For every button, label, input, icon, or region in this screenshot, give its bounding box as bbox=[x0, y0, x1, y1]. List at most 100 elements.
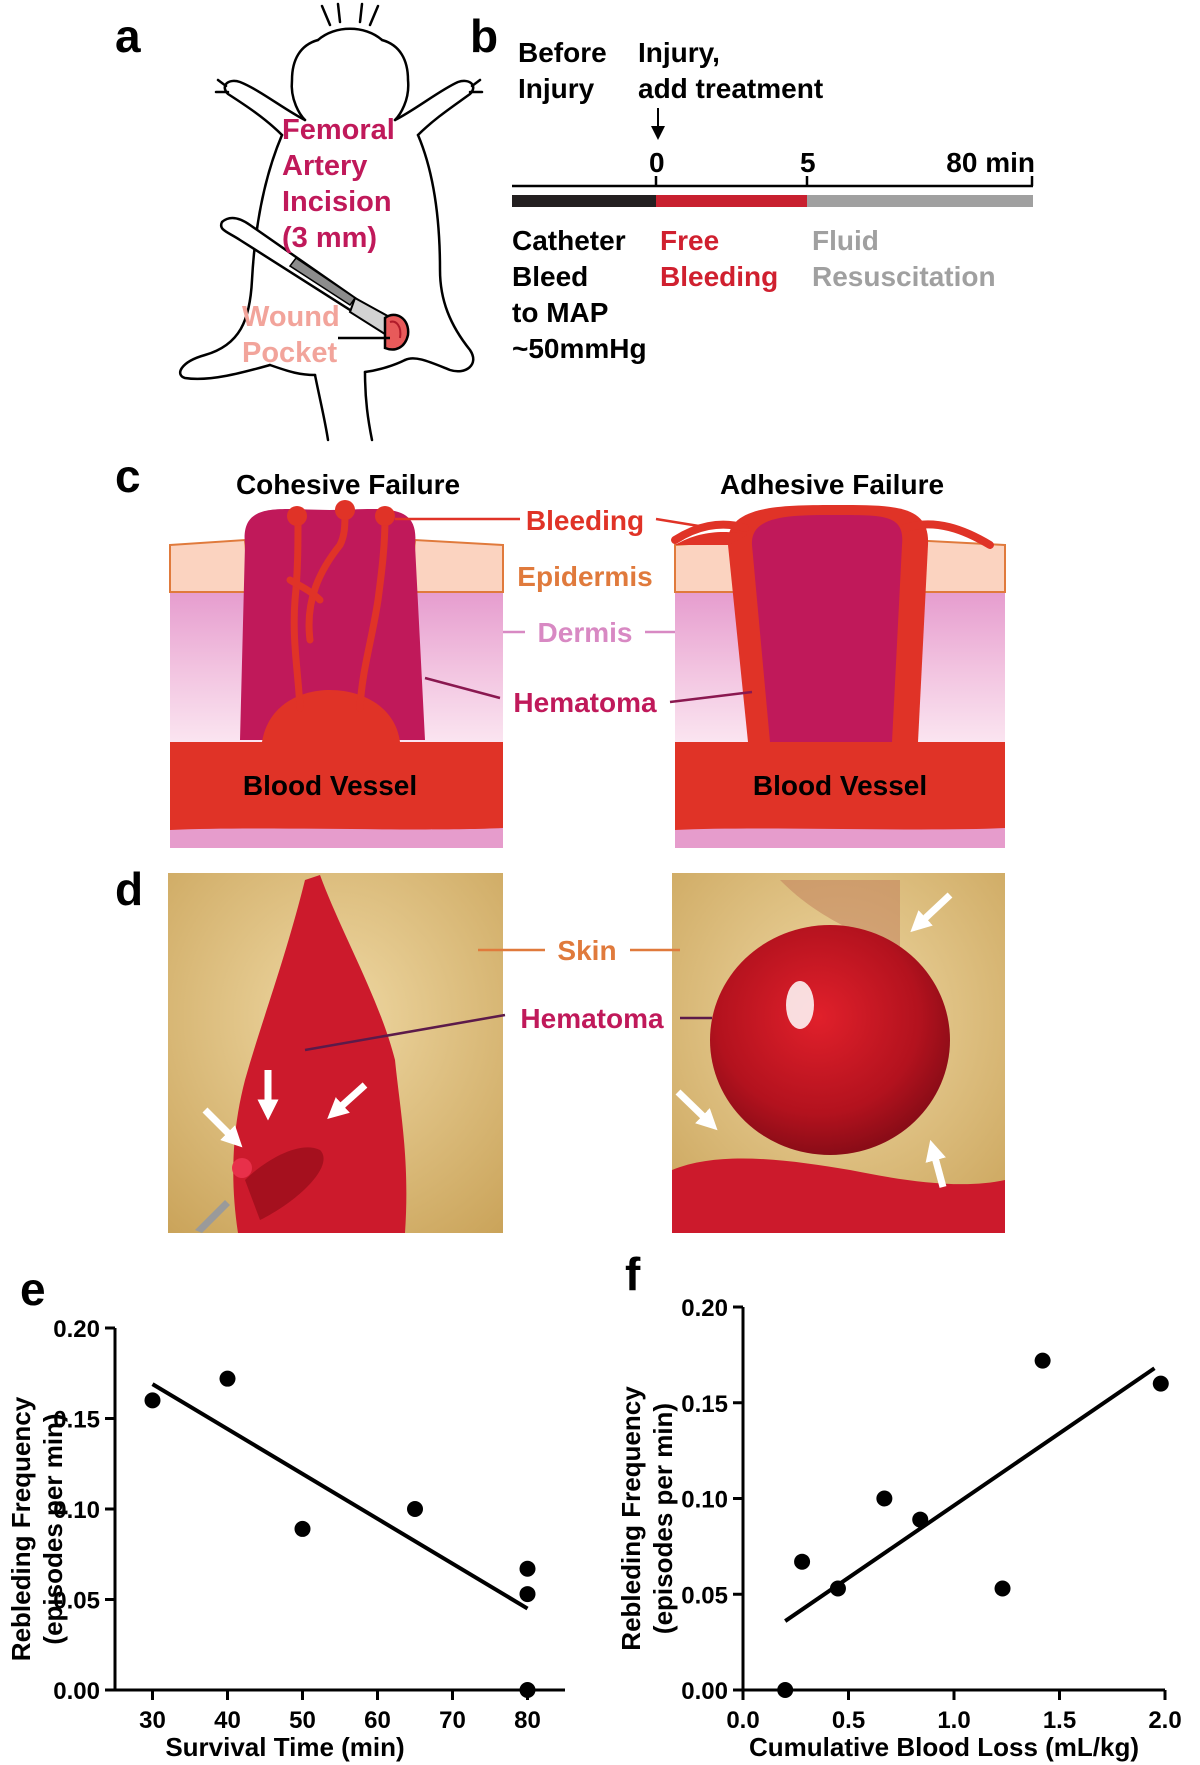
y-tick-label: 0.20 bbox=[53, 1316, 100, 1343]
vessel-label-left: Blood Vessel bbox=[243, 770, 417, 801]
y-tick-label: 0.20 bbox=[681, 1295, 728, 1322]
wound-pocket-icon bbox=[338, 313, 410, 351]
incision-label-line3: Incision bbox=[282, 186, 392, 218]
y-axis-label: Rebleding Frequency bbox=[6, 1396, 36, 1661]
injury-label-line2: add treatment bbox=[638, 73, 823, 104]
panel-letter-f: f bbox=[625, 1248, 641, 1300]
data-point bbox=[829, 1580, 846, 1597]
x-tick-label: 30 bbox=[139, 1707, 166, 1734]
phase-catheter-line2: Bleed bbox=[512, 261, 588, 292]
pocket-label-line1: Wound bbox=[242, 301, 340, 333]
panel-letter-b: b bbox=[470, 10, 498, 62]
hematoma-label-c: Hematoma bbox=[513, 687, 657, 718]
bleeding-label: Bleeding bbox=[526, 505, 644, 536]
data-point bbox=[876, 1490, 893, 1507]
panel-c-labels: Bleeding Epidermis Dermis Hematoma bbox=[395, 505, 753, 718]
phase-free-bar bbox=[656, 195, 807, 207]
data-point bbox=[1034, 1352, 1051, 1369]
data-point bbox=[294, 1520, 311, 1537]
phase-free-line1: Free bbox=[660, 225, 719, 256]
y-tick-label: 0.15 bbox=[53, 1407, 100, 1434]
tick-5-label: 5 bbox=[800, 147, 816, 178]
x-tick-label: 50 bbox=[289, 1707, 316, 1734]
incision-label-line2: Artery bbox=[282, 150, 367, 182]
tick-80-label: 80 min bbox=[946, 147, 1035, 178]
chart-e: 0.00 0.05 0.10 0.15 0.20 30 40 50 60 70 80Survival… bbox=[6, 1316, 565, 1762]
cohesive-failure-title: Cohesive Failure bbox=[236, 469, 460, 500]
x-tick-label: 0.0 bbox=[726, 1707, 759, 1734]
panel-d-labels: Skin Hematoma bbox=[304, 935, 712, 1052]
phase-fluid-bar bbox=[807, 195, 1033, 207]
phase-catheter-line1: Catheter bbox=[512, 225, 626, 256]
data-point bbox=[519, 1560, 536, 1577]
data-point bbox=[1152, 1375, 1169, 1392]
x-tick-label: 2.0 bbox=[1148, 1707, 1181, 1734]
phase-fluid-line1: Fluid bbox=[812, 225, 879, 256]
adhesive-failure-title: Adhesive Failure bbox=[720, 469, 944, 500]
data-point bbox=[794, 1553, 811, 1570]
timeline: Before Injury Injury, add treatment 0 5 … bbox=[512, 37, 1035, 364]
phase-fluid-line2: Resuscitation bbox=[812, 261, 996, 292]
data-point bbox=[144, 1392, 161, 1409]
dermis-label: Dermis bbox=[538, 617, 633, 648]
photo-left bbox=[168, 873, 503, 1233]
y-axis-label: Rebleding Frequency bbox=[616, 1386, 646, 1651]
panel-letter-e: e bbox=[20, 1263, 46, 1315]
panel-letter-a: a bbox=[115, 10, 141, 62]
x-tick-label: 0.5 bbox=[832, 1707, 865, 1734]
hematoma-label-d: Hematoma bbox=[520, 1003, 664, 1034]
y-tick-label: 0.05 bbox=[681, 1582, 728, 1609]
injury-arrow-head bbox=[651, 126, 665, 140]
incision-label-line4: (3 mm) bbox=[282, 222, 377, 254]
injury-label-line1: Injury, bbox=[638, 37, 720, 68]
incision-label-line1: Femoral bbox=[282, 114, 395, 146]
y-axis-label: (episodes per min) bbox=[38, 1413, 68, 1644]
photo-right bbox=[672, 873, 1005, 1233]
x-tick-label: 60 bbox=[364, 1707, 391, 1734]
pocket-label-line2: Pocket bbox=[242, 337, 337, 369]
before-injury-line2: Injury bbox=[518, 73, 595, 104]
y-tick-label: 0.15 bbox=[681, 1391, 728, 1418]
incision-label: Femoral Artery Incision (3 mm) bbox=[282, 114, 395, 254]
y-axis-label: (episodes per min) bbox=[648, 1403, 678, 1634]
x-axis-label: Survival Time (min) bbox=[165, 1732, 404, 1762]
phase-free-line2: Bleeding bbox=[660, 261, 778, 292]
data-point bbox=[407, 1501, 423, 1517]
chart-f: 0.00 0.05 0.10 0.15 0.20 0.0 0.5 1.0 1.5 2.0Cumul… bbox=[616, 1295, 1182, 1762]
data-point bbox=[777, 1682, 794, 1698]
before-injury-line1: Before bbox=[518, 37, 607, 68]
rat-illustration bbox=[179, 2, 484, 442]
phase-catheter-line3: to MAP bbox=[512, 297, 608, 328]
y-tick-label: 0.10 bbox=[53, 1497, 100, 1524]
data-point bbox=[994, 1580, 1011, 1597]
x-tick-label: 1.5 bbox=[1043, 1707, 1076, 1734]
adhesive-schematic: Blood Vessel bbox=[671, 505, 1006, 848]
data-point bbox=[519, 1682, 536, 1698]
y-tick-label: 0.10 bbox=[681, 1487, 728, 1514]
data-point bbox=[219, 1370, 236, 1387]
data-point bbox=[912, 1511, 929, 1528]
tick-0-label: 0 bbox=[649, 147, 665, 178]
phase-catheter-line4: ~50mmHg bbox=[512, 333, 647, 364]
y-tick-label: 0.00 bbox=[681, 1678, 728, 1705]
regression-line bbox=[151, 1382, 529, 1611]
data-point bbox=[519, 1586, 536, 1603]
epidermis-label: Epidermis bbox=[517, 561, 652, 592]
x-tick-label: 80 bbox=[514, 1707, 541, 1734]
phase-catheter-bar bbox=[512, 195, 656, 207]
x-tick-label: 1.0 bbox=[937, 1707, 970, 1734]
x-tick-label: 70 bbox=[439, 1707, 466, 1734]
x-tick-label: 40 bbox=[214, 1707, 241, 1734]
skin-label: Skin bbox=[557, 935, 616, 966]
pocket-label: Wound Pocket bbox=[242, 301, 340, 369]
panel-letter-d: d bbox=[115, 863, 143, 915]
x-axis-label: Cumulative Blood Loss (mL/kg) bbox=[749, 1732, 1139, 1762]
cohesive-schematic: Blood Vessel bbox=[169, 500, 504, 848]
regression-line bbox=[784, 1366, 1156, 1623]
y-tick-label: 0.00 bbox=[53, 1678, 100, 1705]
panel-letter-c: c bbox=[115, 450, 141, 502]
y-tick-label: 0.05 bbox=[53, 1588, 100, 1615]
vessel-label-right: Blood Vessel bbox=[753, 770, 927, 801]
